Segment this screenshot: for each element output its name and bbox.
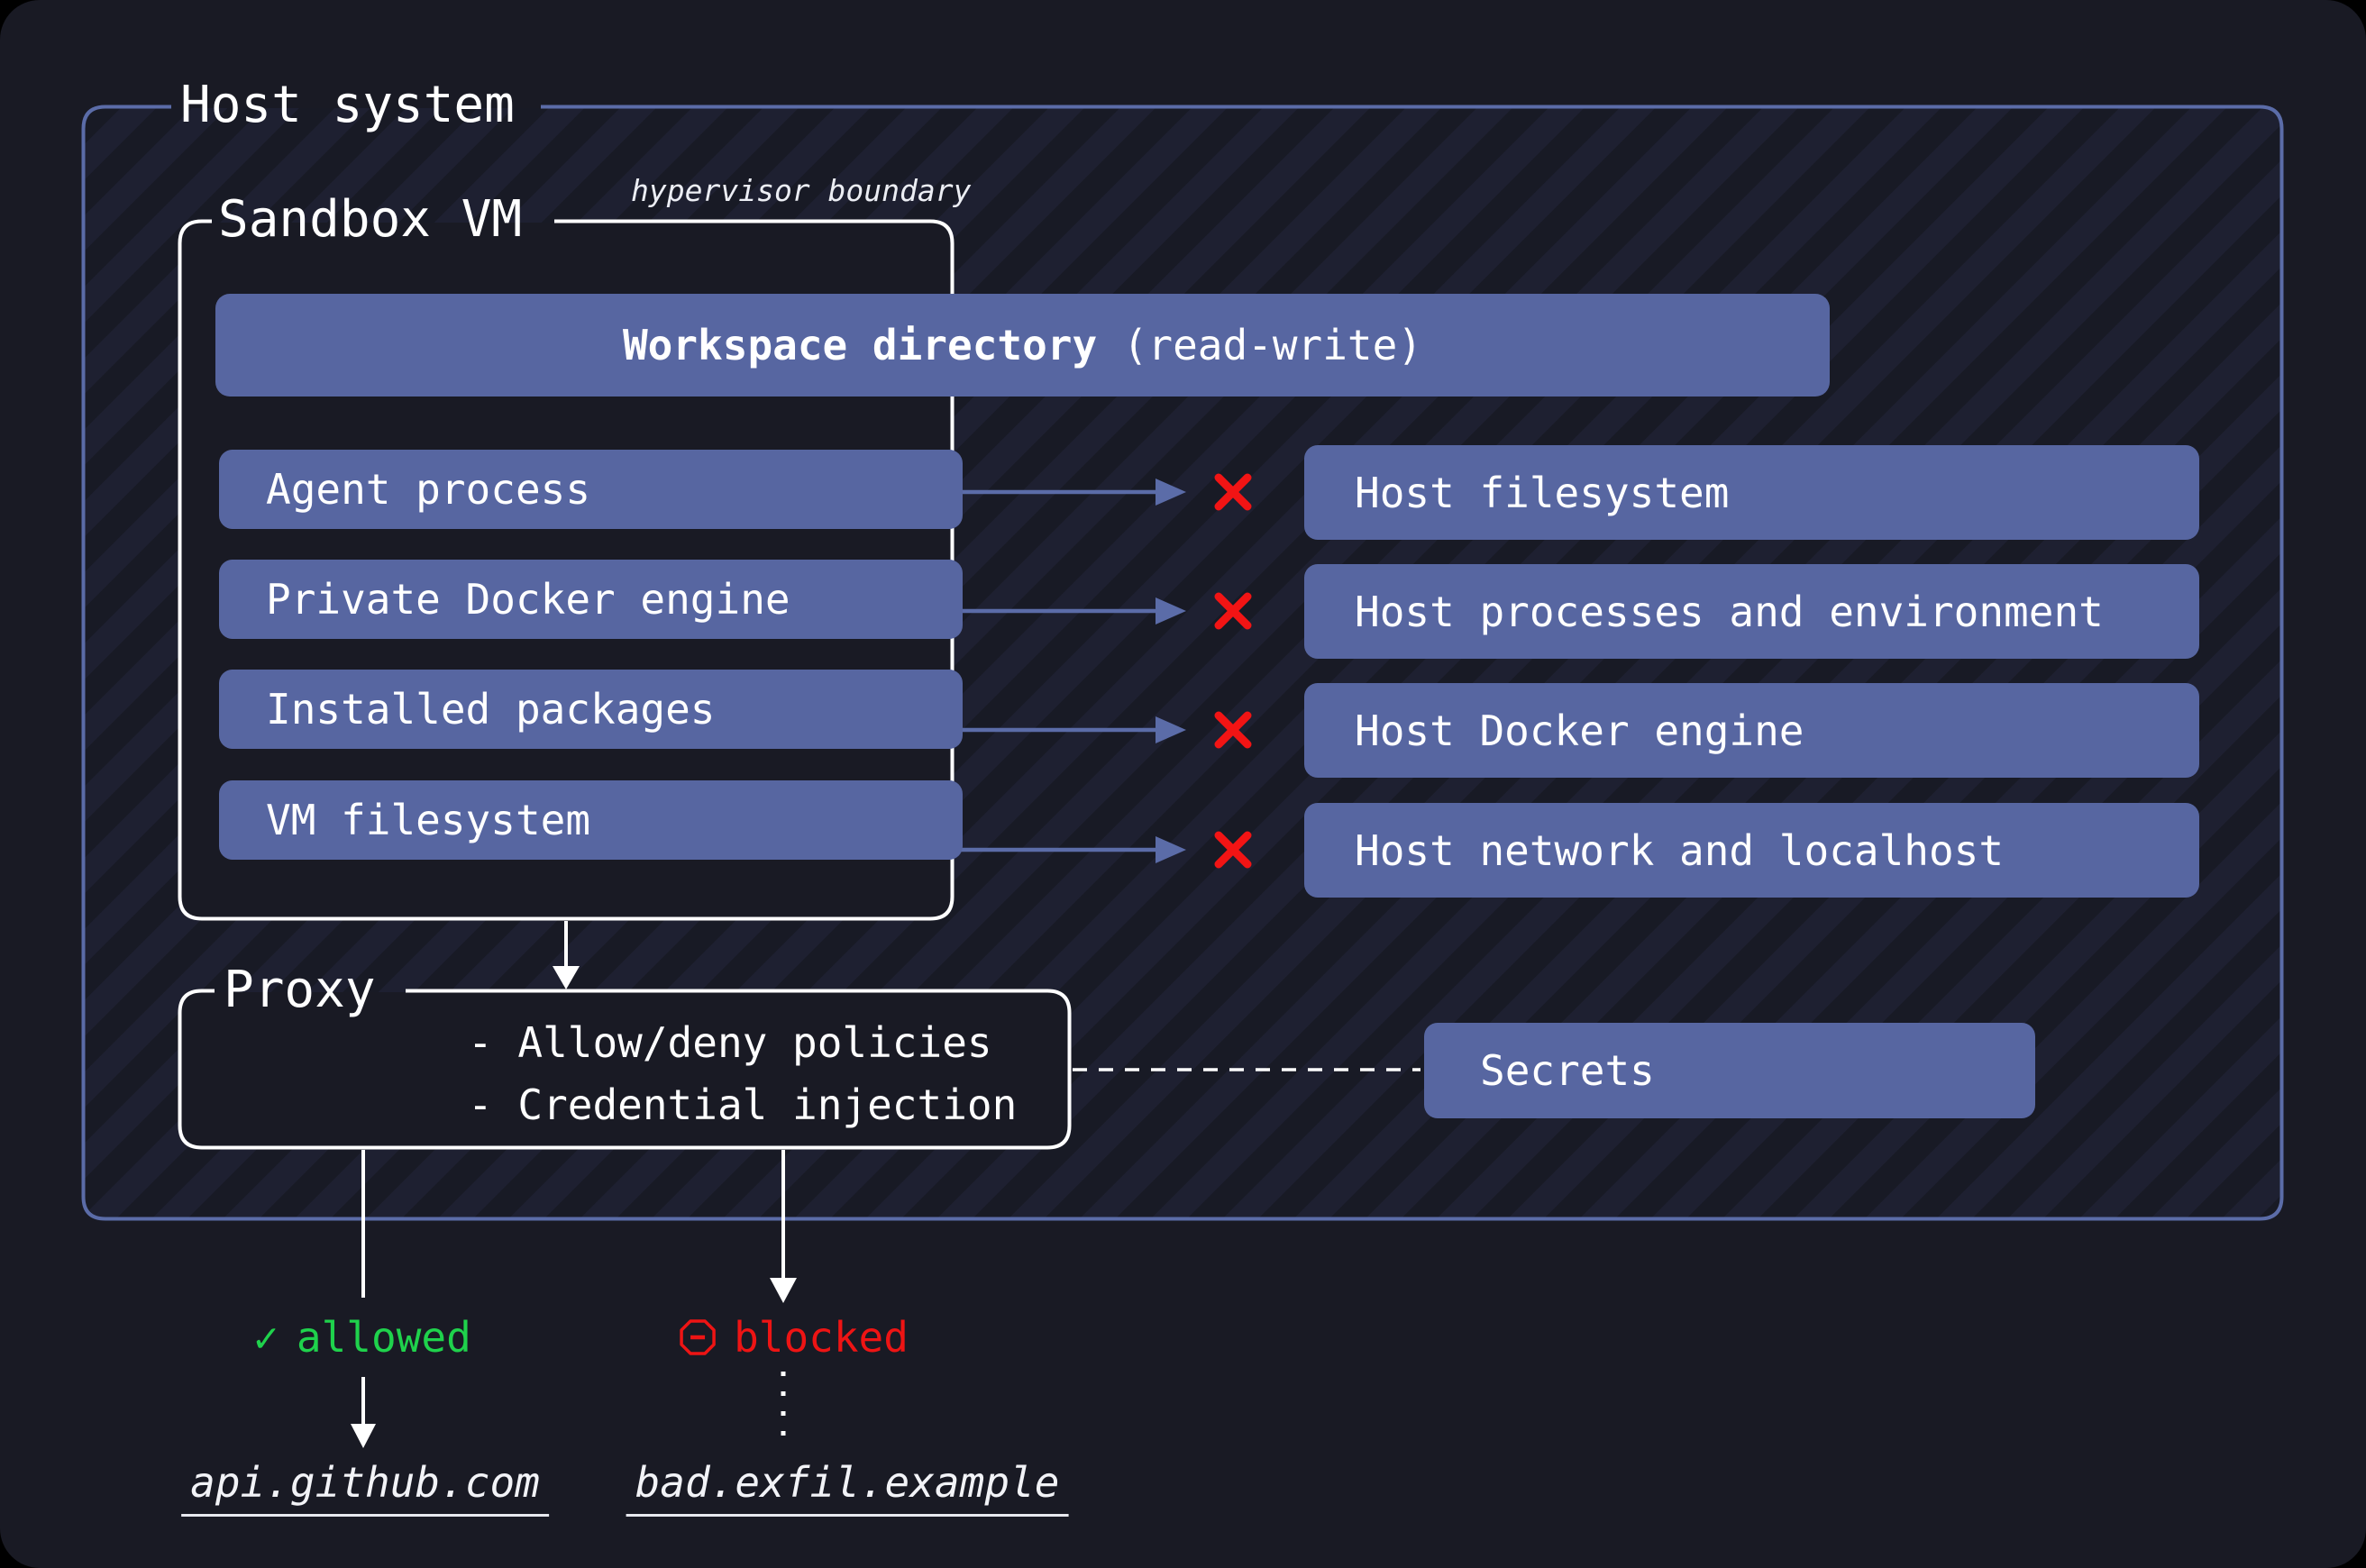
secrets-box: Secrets — [1424, 1023, 2035, 1118]
private-docker-engine-box: Private Docker engine — [219, 560, 963, 639]
blocked-label: blocked — [734, 1313, 909, 1362]
sandbox-vm-border — [178, 219, 955, 921]
proxy-item-credential-injection: - Credential injection — [468, 1080, 1018, 1129]
sandbox-vm-label: Sandbox VM — [218, 190, 523, 249]
isolation-arrows — [955, 489, 1156, 852]
host-docker-engine-box: Host Docker engine — [1304, 683, 2199, 778]
allowed-label: allowed — [296, 1313, 471, 1362]
workspace-directory-title: Workspace directory — [622, 321, 1098, 369]
installed-packages-box: Installed packages — [219, 670, 963, 749]
host-filesystem-box: Host filesystem — [1304, 445, 2199, 540]
blocked-egress-arrow — [770, 1150, 797, 1303]
check-icon: ✓ — [253, 1313, 279, 1362]
blocked-icon — [680, 1319, 716, 1355]
host-system-border — [81, 105, 2284, 1221]
allowed-domain-arrow — [351, 1377, 376, 1448]
vm-filesystem-box: VM filesystem — [219, 780, 963, 860]
host-system-label: Host system — [180, 76, 515, 134]
workspace-directory-box: Workspace directory (read-write) — [215, 294, 1830, 397]
workspace-directory-mode: (read-write) — [1122, 321, 1423, 369]
blocked-verdict: blocked — [678, 1308, 909, 1366]
isolation-arrowheads — [1156, 479, 1186, 863]
proxy-label: Proxy — [224, 961, 376, 1019]
agent-process-box: Agent process — [219, 450, 963, 529]
blocked-cross-icons — [1214, 473, 1252, 869]
host-network-box: Host network and localhost — [1304, 803, 2199, 898]
sandbox-to-proxy-arrow — [553, 921, 580, 989]
proxy-item-allow-deny: - Allow/deny policies — [468, 1018, 992, 1067]
host-processes-box: Host processes and environment — [1304, 564, 2199, 659]
proxy-border — [178, 989, 1072, 1150]
proxy-area — [181, 992, 1068, 1146]
blocked-domain: bad.exfil.example — [626, 1458, 1069, 1517]
hypervisor-boundary-note: hypervisor boundary — [631, 173, 972, 208]
allowed-domain: api.github.com — [181, 1458, 549, 1517]
allowed-verdict: ✓ allowed — [253, 1308, 471, 1366]
